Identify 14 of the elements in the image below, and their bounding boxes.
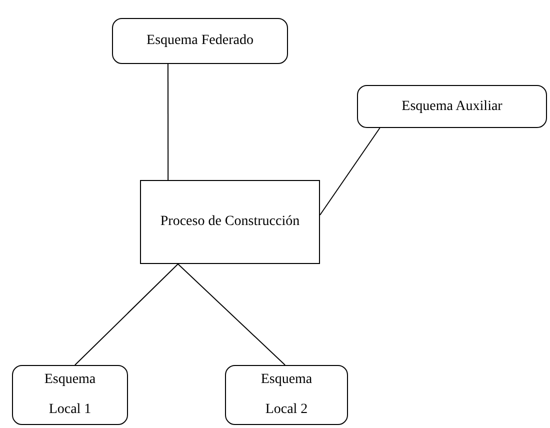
connector-line bbox=[320, 128, 380, 216]
connector-line bbox=[177, 264, 286, 366]
schema-box bbox=[225, 365, 348, 425]
node-label: Esquema Local 1 bbox=[43, 371, 97, 419]
node-label: Esquema Auxiliar bbox=[402, 98, 502, 116]
schema-box bbox=[12, 365, 128, 425]
connector-line bbox=[74, 264, 178, 366]
schema-box bbox=[112, 18, 288, 64]
process-box bbox=[140, 180, 320, 264]
node-label: Esquema Local 2 bbox=[260, 371, 314, 419]
connector-line bbox=[167, 64, 169, 180]
node-label: Esquema Federado bbox=[146, 32, 254, 50]
node-label: Proceso de Construcción bbox=[160, 213, 300, 231]
schema-box bbox=[357, 85, 547, 128]
